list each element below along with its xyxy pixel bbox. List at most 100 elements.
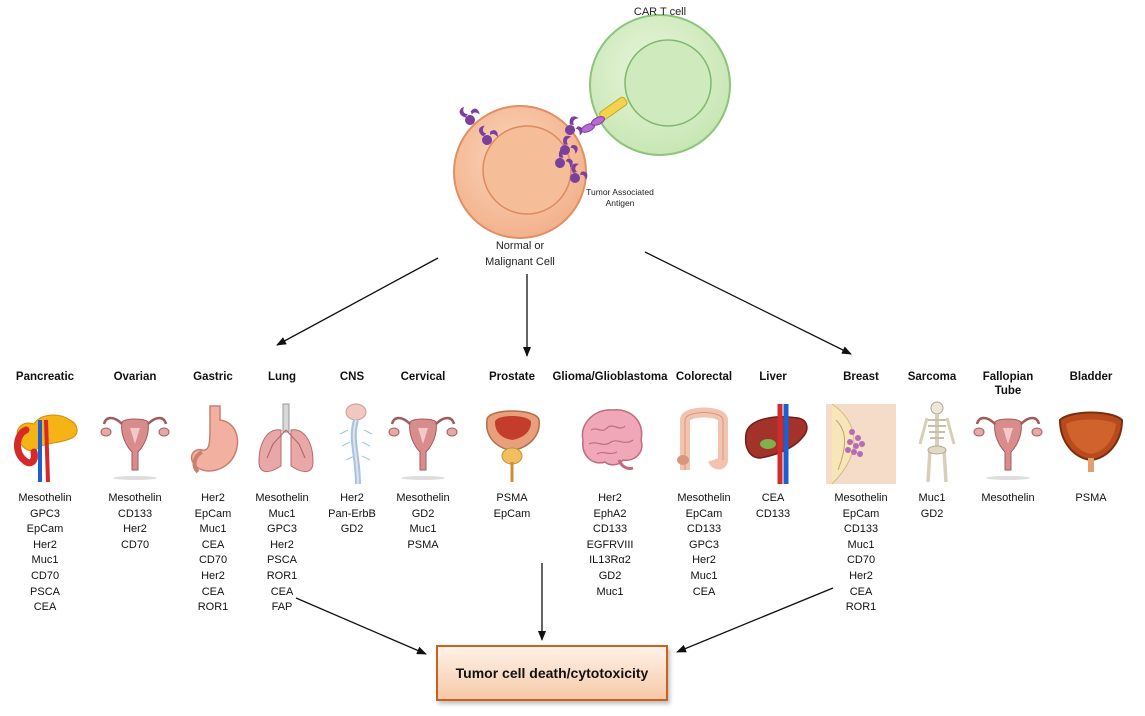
antigen-item: EpCam	[842, 507, 880, 520]
arrow-to-result-left	[295, 597, 427, 655]
antigen-item: Pan-ErbB	[328, 507, 376, 520]
antigen-item: Muc1	[918, 492, 946, 504]
arrow-to-result-right	[676, 587, 834, 653]
cancer-name: Liver	[759, 371, 787, 383]
antigen-marker	[459, 106, 480, 125]
antigen-item: CEA	[692, 585, 716, 598]
bladder-icon	[1058, 411, 1124, 472]
antigen-item: Mesothelin	[108, 492, 162, 504]
antigen-item: CD133	[755, 507, 791, 520]
antigen-item: Muc1	[268, 507, 296, 520]
cancer-icon-wrap	[823, 400, 899, 485]
antigen-item: EpCam	[194, 507, 232, 520]
cancer-icon-wrap	[464, 400, 560, 485]
antigen-item: GPC3	[689, 538, 719, 551]
tumor-antigens	[459, 106, 606, 183]
target-cell-label-line-1: Normal or	[495, 240, 545, 252]
cancer-name: Gastric	[193, 371, 233, 383]
colon-icon	[677, 407, 728, 470]
cancer-name: Bladder	[1069, 371, 1113, 383]
cancer-icon-wrap	[1053, 400, 1129, 485]
antigen-item: PSCA	[267, 554, 297, 567]
uterus-icon	[388, 416, 458, 480]
liver-icon	[744, 404, 808, 484]
antigen-item: CEA	[270, 585, 294, 598]
cancer-name: Colorectal	[675, 371, 733, 383]
antigen-list: PSMA	[1053, 491, 1129, 507]
antigen-item: Her2	[201, 569, 225, 582]
antigen-marker	[479, 125, 498, 145]
antigen-item: CEA	[849, 585, 873, 598]
brain-icon	[581, 409, 643, 470]
antigen-item: Muc1	[690, 569, 718, 582]
antigen-item: Her2	[33, 538, 57, 551]
antigen-label-line-1: Tumor Associated	[586, 187, 654, 197]
antigen-label-line-2: Antigen	[605, 198, 635, 208]
cancer-name: Sarcoma	[907, 371, 957, 383]
antigen-item: Mesothelin	[677, 492, 731, 504]
antigen-item: Her2	[123, 523, 147, 536]
antigen-item: GPC3	[267, 523, 297, 536]
antigen-item: IL13Rα2	[589, 554, 631, 567]
bound-antigen	[590, 116, 606, 126]
cancer-icon-wrap	[251, 400, 314, 485]
antigen-item: Muc1	[31, 554, 59, 567]
cancer-icon-wrap	[180, 400, 246, 485]
cancer-icon-wrap	[968, 400, 1048, 485]
antigen-item: EpCam	[685, 507, 723, 520]
antigen-item: PSMA	[1075, 492, 1107, 504]
car-t-cell	[589, 14, 731, 156]
antigen-item: Her2	[692, 554, 716, 567]
antigen-item: GD2	[340, 523, 364, 536]
antigen-item: Her2	[598, 492, 622, 504]
cancer-name: Breast	[843, 371, 879, 383]
antigen-item: PSCA	[30, 585, 60, 598]
antigen-item: Mesothelin	[396, 492, 450, 504]
antigen-item: GD2	[411, 507, 435, 520]
spinal-cord-icon	[339, 403, 373, 485]
cancer-icon-wrap	[95, 400, 175, 485]
antigen-marker	[570, 163, 588, 183]
cancer-name: Lung	[267, 371, 297, 383]
cancer-name: Prostate	[488, 371, 536, 383]
breast-icon	[826, 403, 896, 485]
cancer-name: Ovarian	[113, 371, 157, 383]
antigen-item: ROR1	[266, 569, 298, 582]
antigen-item: Mesothelin	[981, 492, 1035, 504]
antigen-item: Her2	[201, 492, 225, 504]
antigen-item: Mesothelin	[18, 492, 72, 504]
cancer-icon-wrap	[742, 400, 808, 485]
antigen-list: Mesothelin	[968, 491, 1048, 507]
antigen-item: EGFRVIII	[586, 538, 634, 551]
antigen-item: CD70	[846, 554, 876, 567]
antigen-item: Mesothelin	[834, 492, 888, 504]
target-cell-label-line-2: Malignant Cell	[485, 256, 555, 268]
antigen-item: Her2	[340, 492, 364, 504]
stomach-icon	[190, 405, 239, 474]
cancer-name: Fallopian Tube	[982, 371, 1034, 397]
antigen-label: Tumor Associated Antigen	[560, 187, 680, 209]
car-t-cell-label: CAR T cell	[633, 6, 687, 18]
cancer-icon-wrap	[902, 400, 962, 485]
antigen-item: PSMA	[496, 492, 528, 504]
cancer-name: Glioma/Glioblastoma	[552, 371, 668, 383]
antigen-item: PSMA	[407, 538, 439, 551]
target-cell-label: Normal or Malignant Cell	[455, 238, 585, 270]
antigen-item: ROR1	[197, 601, 229, 614]
